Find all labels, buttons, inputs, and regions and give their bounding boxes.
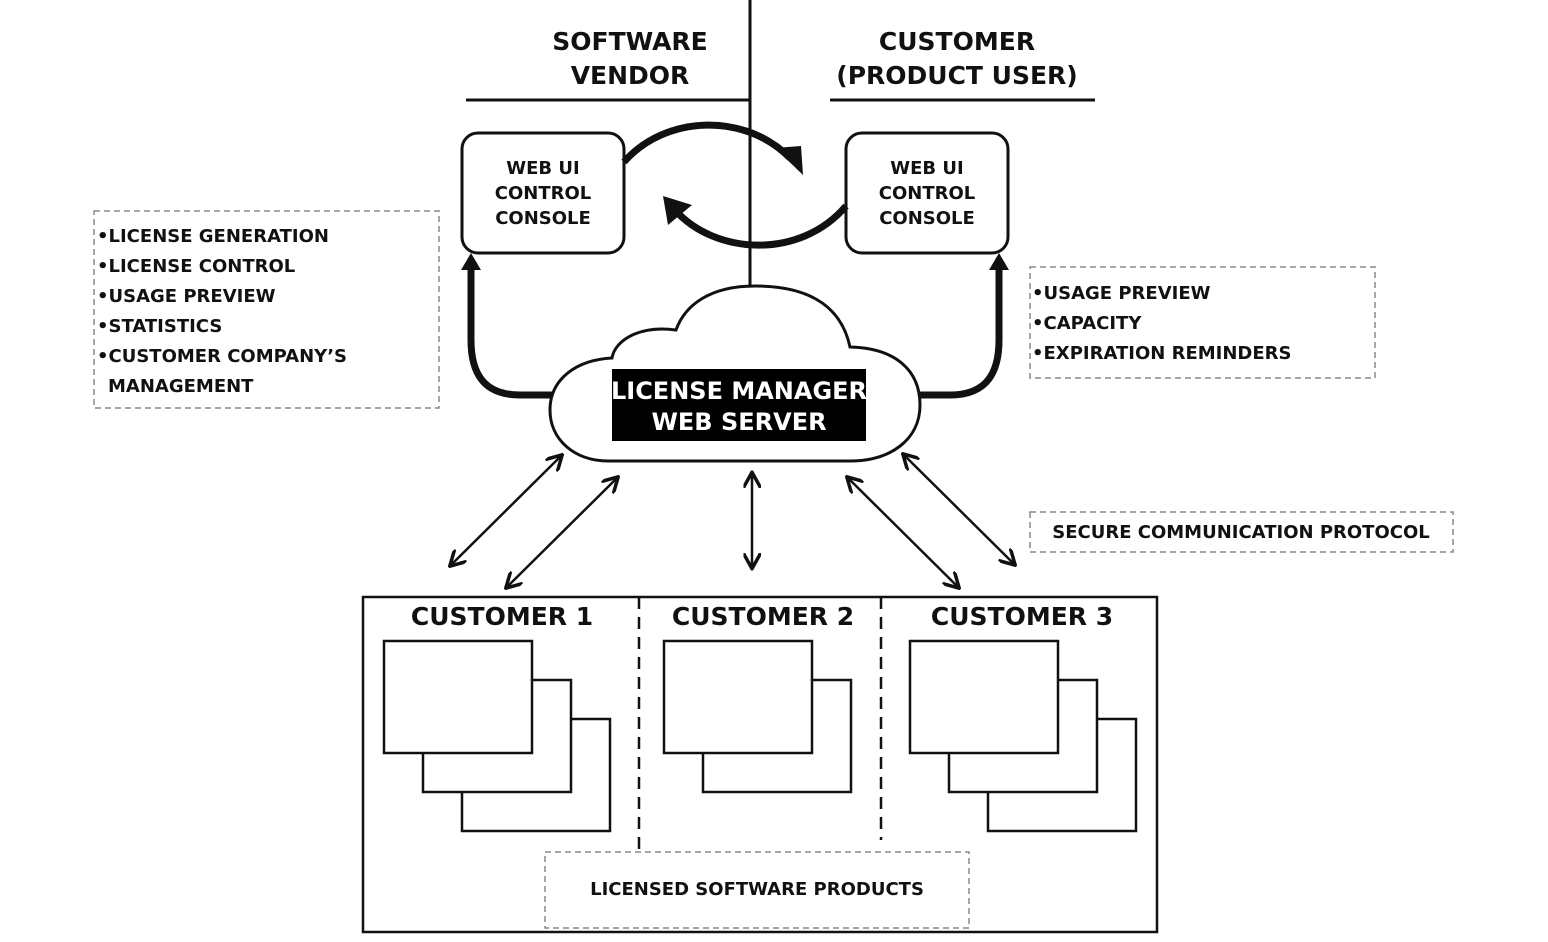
customer-1-label: CUSTOMER 1 — [411, 602, 593, 631]
cloud-to-vendor-console-arrow — [461, 253, 553, 399]
vendor-console: WEB UI CONTROL CONSOLE — [460, 131, 626, 255]
vendor-console-line1: WEB UI — [506, 158, 579, 179]
customer-to-vendor-arrow — [672, 203, 849, 249]
vendor-console-line3: CONSOLE — [495, 208, 591, 229]
vendor-feature-item: •STATISTICS — [97, 316, 222, 337]
vendor-console-line2: CONTROL — [495, 183, 592, 204]
customer-to-vendor-arrowhead — [663, 196, 692, 225]
communication-arrows — [451, 455, 1014, 587]
customer-console: WEB UI CONTROL CONSOLE — [844, 131, 1010, 255]
server-label-line2: WEB SERVER — [651, 408, 826, 436]
customer-2-label: CUSTOMER 2 — [672, 602, 854, 631]
comm-arrow — [507, 478, 617, 587]
protocol-label: SECURE COMMUNICATION PROTOCOL — [1052, 522, 1430, 543]
license-server-cloud: LICENSE MANAGER WEB SERVER — [548, 284, 922, 463]
customer-header-line1: CUSTOMER — [879, 27, 1035, 56]
customer-2-products — [662, 639, 853, 794]
arrowhead-up-icon — [989, 253, 1009, 270]
arrowhead-up-icon — [461, 253, 481, 270]
customer-feature-item: •EXPIRATION REMINDERS — [1032, 343, 1291, 364]
product-window-icon — [382, 639, 534, 755]
vendor-to-customer-arrow — [621, 121, 793, 165]
customer-feature-item: •USAGE PREVIEW — [1032, 283, 1211, 304]
vendor-header-line2: VENDOR — [571, 61, 690, 90]
customer-features-box: •USAGE PREVIEW •CAPACITY •EXPIRATION REM… — [1029, 266, 1376, 379]
vendor-features-box: •LICENSE GENERATION •LICENSE CONTROL •US… — [93, 210, 440, 409]
customer-console-line3: CONSOLE — [879, 208, 975, 229]
vendor-feature-item: •LICENSE GENERATION — [97, 226, 329, 247]
customer-feature-item: •CAPACITY — [1032, 313, 1142, 334]
cloud-to-customer-console-arrow — [918, 253, 1009, 399]
comm-arrow — [848, 478, 958, 587]
customers-container: CUSTOMER 1 CUSTOMER 2 CUSTOMER 3 LICENSE… — [361, 595, 1159, 934]
vendor-feature-item-continued: MANAGEMENT — [108, 376, 254, 397]
product-window-icon — [662, 639, 814, 755]
customer-1-products — [382, 639, 612, 833]
vendor-feature-item: •USAGE PREVIEW — [97, 286, 276, 307]
vendor-feature-item: •LICENSE CONTROL — [97, 256, 295, 277]
vendor-header-line1: SOFTWARE — [552, 27, 708, 56]
server-label-line1: LICENSE MANAGER — [611, 377, 867, 405]
customer-3-products — [908, 639, 1138, 833]
customer-3-label: CUSTOMER 3 — [931, 602, 1113, 631]
protocol-label-box: SECURE COMMUNICATION PROTOCOL — [1029, 511, 1454, 553]
console-exchange-arrows — [621, 121, 849, 249]
server-label-box — [612, 369, 866, 441]
comm-arrow — [904, 455, 1014, 564]
customer-console-line1: WEB UI — [890, 158, 963, 179]
customer-header-line2: (PRODUCT USER) — [836, 61, 1077, 90]
products-label-box — [544, 851, 970, 929]
product-window-icon — [908, 639, 1060, 755]
products-label: LICENSED SOFTWARE PRODUCTS — [590, 879, 924, 900]
vendor-feature-item: •CUSTOMER COMPANY’S — [97, 346, 347, 367]
customer-console-line2: CONTROL — [879, 183, 976, 204]
